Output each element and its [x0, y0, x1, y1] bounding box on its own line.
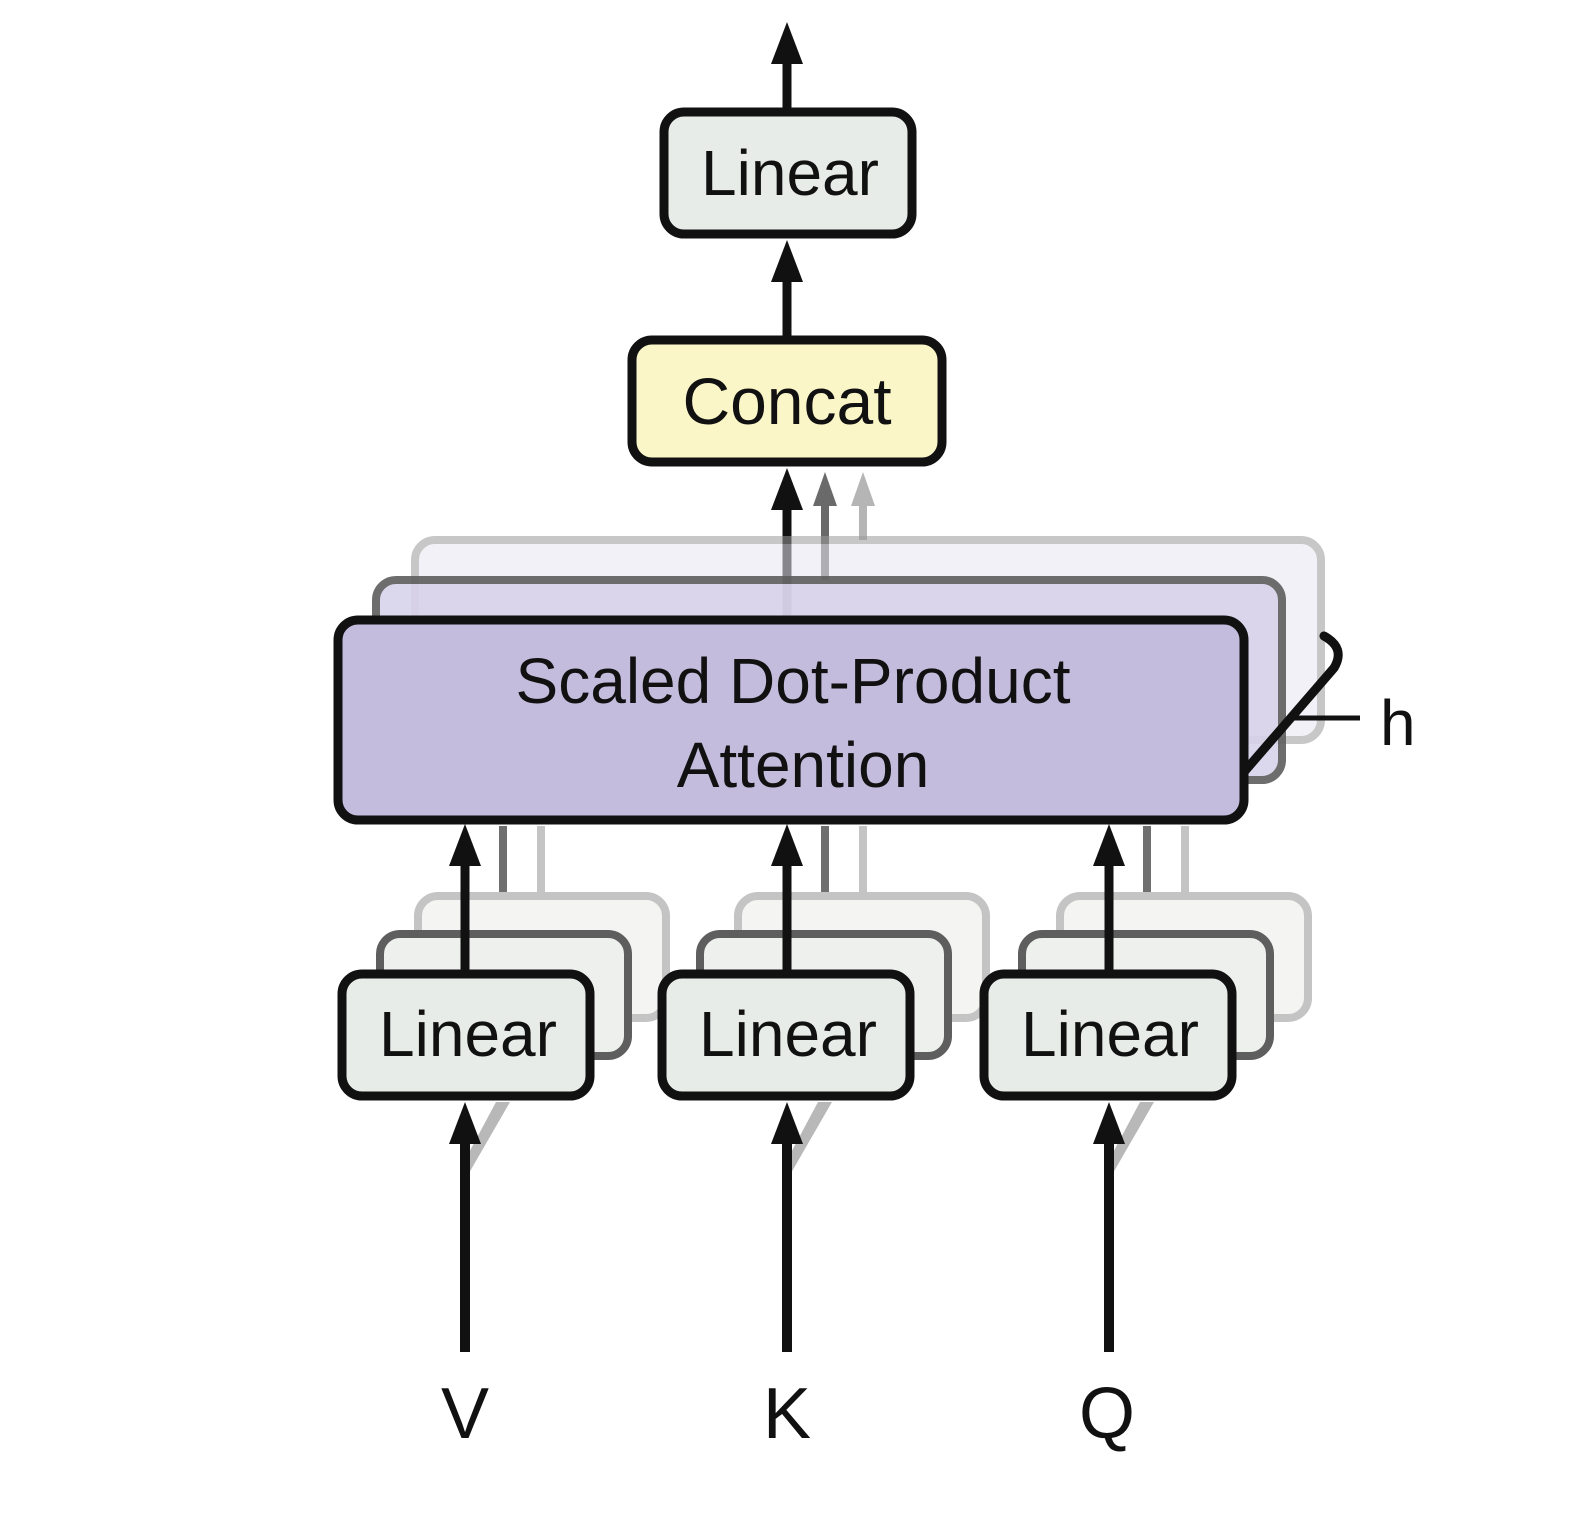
- concat-to-linear-arrow: [771, 240, 803, 338]
- output-arrow: [771, 22, 803, 108]
- concat-box: Concat: [627, 335, 947, 467]
- linear-v-label: Linear: [379, 998, 557, 1070]
- linear-k-label: Linear: [699, 998, 877, 1070]
- heads-label: h: [1380, 687, 1416, 759]
- linear-k-box: Linear: [657, 969, 915, 1101]
- attention-label-line1: Scaled Dot-Product: [516, 645, 1071, 717]
- heads-bracket: h: [1205, 631, 1416, 780]
- linear-q-label: Linear: [1021, 998, 1199, 1070]
- input-ghost-fans: [465, 1102, 1154, 1180]
- value-input-label: V: [441, 1374, 489, 1454]
- top-linear-label: Linear: [701, 137, 879, 209]
- attention-label-line2: Attention: [677, 729, 930, 801]
- linear-v-box: Linear: [337, 969, 595, 1101]
- top-linear-box: Linear: [659, 107, 917, 239]
- key-input-label: K: [763, 1374, 811, 1454]
- input-arrows: [449, 1102, 1125, 1352]
- query-input-label: Q: [1079, 1374, 1135, 1454]
- attention-box: Scaled Dot-Product Attention: [333, 615, 1249, 825]
- linear-q-box: Linear: [979, 969, 1237, 1101]
- linear-to-attention-arrows: [449, 824, 1125, 972]
- concat-label: Concat: [682, 364, 891, 438]
